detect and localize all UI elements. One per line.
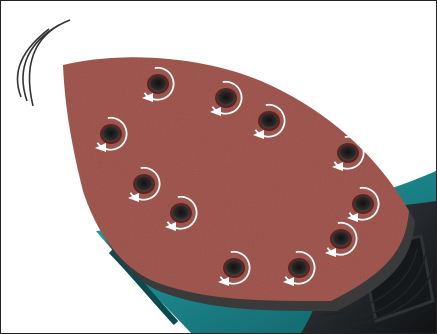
motion-lines-icon bbox=[17, 20, 70, 106]
